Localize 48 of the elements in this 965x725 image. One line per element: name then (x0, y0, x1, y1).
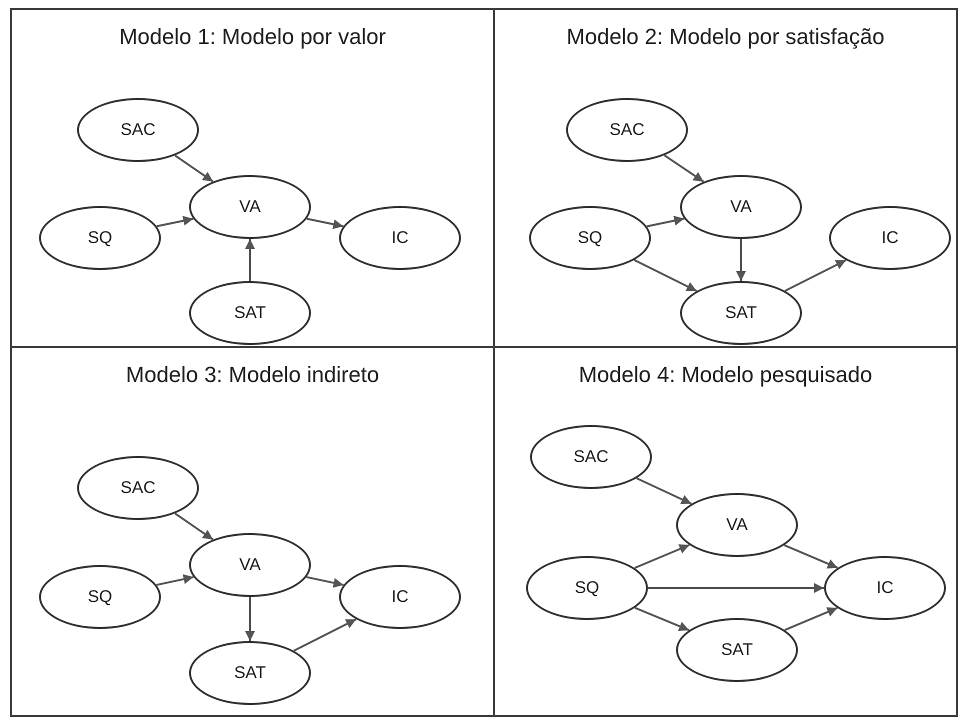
panel-title: Modelo 3: Modelo indireto (124, 362, 380, 388)
node-label: SAC (120, 120, 156, 140)
node-label: VA (239, 555, 261, 575)
node-label: SQ (88, 228, 112, 248)
node-label: VA (239, 197, 261, 217)
node-label: SAC (610, 120, 644, 140)
panel-title: Modelo 1: Modelo por valor (118, 24, 387, 50)
node-label: IC (876, 578, 894, 598)
node-label: IC (882, 228, 898, 248)
arrow (174, 154, 214, 182)
arrow (306, 218, 344, 230)
arrow (245, 597, 255, 641)
arrow (784, 544, 838, 569)
node-label: SAT (721, 640, 753, 660)
model-panel (10, 346, 495, 717)
node-label: SQ (88, 587, 112, 607)
arrow (634, 544, 690, 569)
node-label: SAT (234, 663, 266, 683)
node-label: SAC (574, 447, 608, 467)
arrow (784, 607, 838, 631)
model-panel (10, 8, 495, 348)
arrow (634, 259, 698, 292)
node-label: VA (726, 515, 748, 535)
panel-title: Modelo 4: Modelo pesquisado (578, 362, 874, 388)
arrow (634, 606, 690, 632)
arrow (736, 239, 746, 281)
model-panel (493, 8, 958, 348)
node-label: SAC (120, 478, 156, 498)
arrow (636, 477, 692, 505)
arrow (784, 259, 846, 292)
arrow (245, 239, 255, 281)
arrow (648, 583, 824, 593)
arrow (174, 512, 214, 540)
node-label: IC (392, 587, 408, 607)
node-label: SQ (578, 228, 602, 248)
node-label: SAT (234, 303, 266, 323)
arrow (156, 216, 194, 228)
arrow (664, 154, 704, 183)
node-label: SAT (725, 303, 757, 323)
arrow (306, 576, 344, 588)
panel-title: Modelo 2: Modelo por satisfação (566, 24, 886, 50)
model-panel (493, 346, 958, 717)
node-label: VA (730, 197, 752, 217)
arrow (293, 618, 357, 652)
arrow (156, 574, 194, 586)
arrow (646, 216, 684, 228)
node-label: SQ (574, 578, 600, 598)
node-label: IC (392, 228, 408, 248)
